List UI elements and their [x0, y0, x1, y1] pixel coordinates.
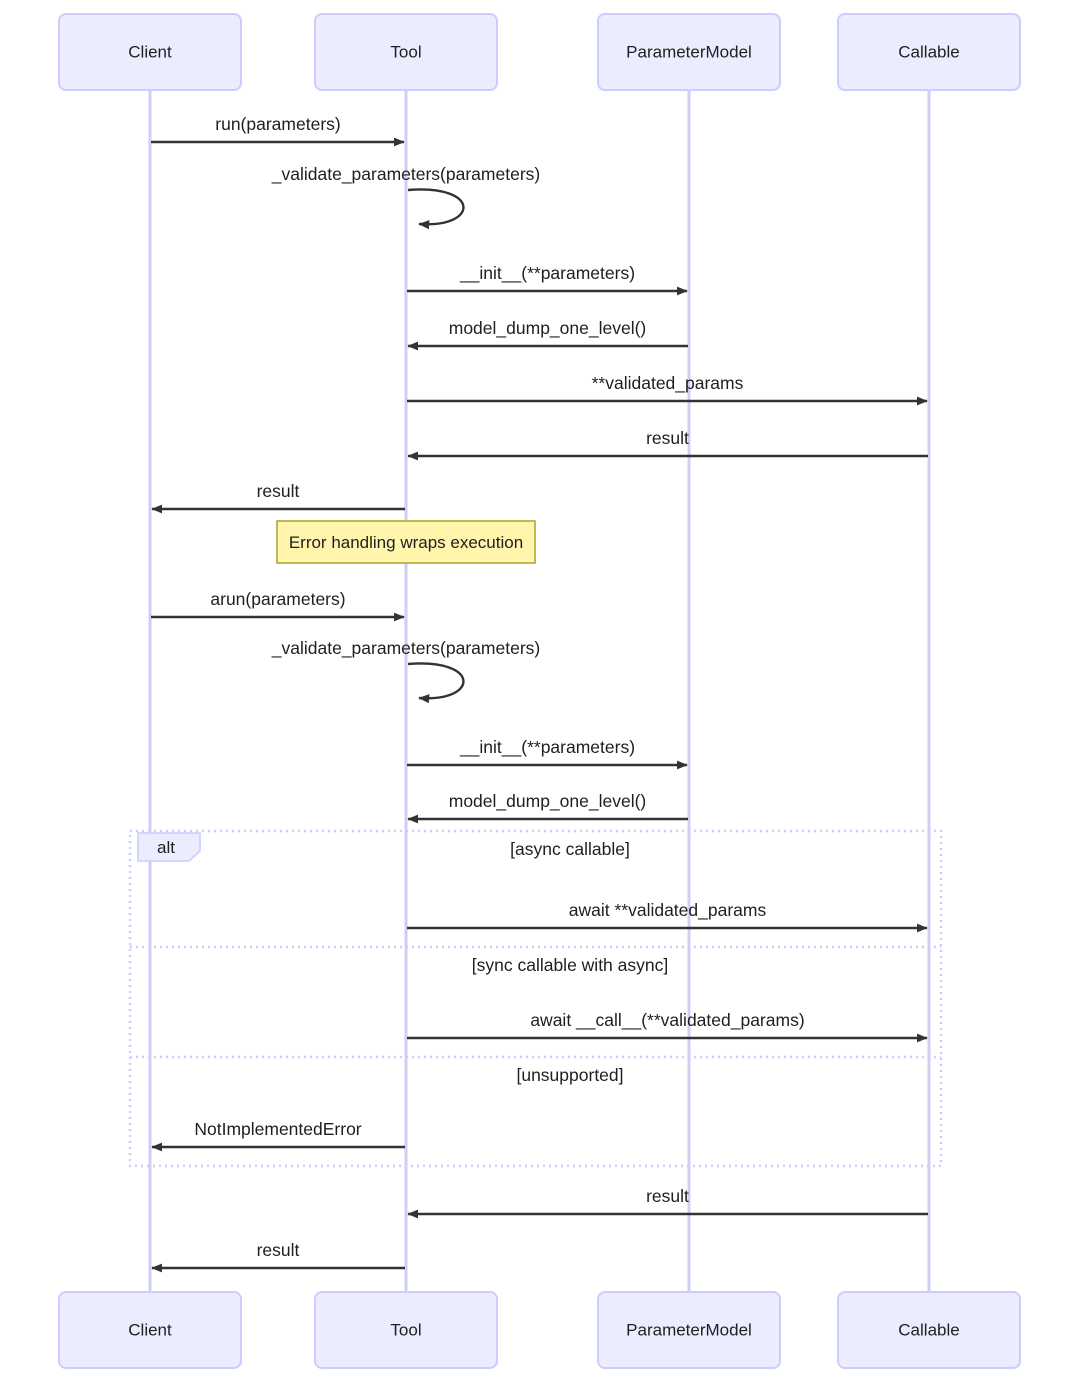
message-label: await __call__(**validated_params)	[530, 1010, 804, 1031]
note-note1: Error handling wraps execution	[276, 520, 536, 564]
participant-label: Client	[128, 42, 172, 61]
fragment-condition-label: [unsupported]	[516, 1065, 623, 1085]
actors-top-group: Client Tool ParameterModel Callable	[58, 13, 1021, 91]
message-m1: run(parameters)	[151, 114, 405, 147]
message-label: __init__(**parameters)	[459, 263, 635, 284]
message-label: result	[646, 428, 689, 448]
participant-client-top[interactable]: Client	[58, 13, 242, 91]
participant-box	[58, 13, 242, 91]
message-label: run(parameters)	[215, 114, 340, 134]
participant-callable-bottom[interactable]: Callable	[837, 1291, 1021, 1369]
actors-bottom-group: Client Tool ParameterModel Callable	[58, 1291, 1021, 1369]
participant-box	[837, 13, 1021, 91]
participant-box	[58, 1291, 242, 1369]
message-m12: await **validated_params	[407, 900, 928, 933]
participant-box	[597, 1291, 781, 1369]
message-label: arun(parameters)	[210, 589, 345, 609]
note-box	[276, 520, 536, 564]
message-m14: NotImplementedError	[151, 1119, 405, 1152]
message-label: result	[257, 1240, 300, 1260]
participant-label: Tool	[390, 1320, 421, 1339]
message-m6: result	[407, 428, 928, 461]
message-m2: _validate_parameters(parameters)	[271, 164, 540, 230]
message-m16: result	[151, 1240, 405, 1273]
message-m13: await __call__(**validated_params)	[407, 1010, 928, 1043]
participant-tool-top[interactable]: Tool	[314, 13, 498, 91]
message-m4: model_dump_one_level()	[407, 318, 688, 351]
message-label: result	[257, 481, 300, 501]
message-label: **validated_params	[592, 373, 744, 394]
message-m11: model_dump_one_level()	[407, 791, 688, 824]
message-m9: _validate_parameters(parameters)	[271, 638, 540, 704]
message-m5: **validated_params	[407, 373, 928, 406]
participant-label: ParameterModel	[626, 1320, 752, 1339]
note-text: Error handling wraps execution	[289, 533, 523, 552]
message-label: _validate_parameters(parameters)	[271, 164, 540, 185]
message-self-loop	[407, 188, 465, 230]
message-self-loop	[407, 662, 465, 704]
fragment-alt: alt [async callable] [sync callable with a…	[128, 829, 943, 1168]
participant-label: Client	[128, 1320, 172, 1339]
participant-parametermodel-top[interactable]: ParameterModel	[597, 13, 781, 91]
fragment-frame	[128, 829, 943, 1168]
message-label: model_dump_one_level()	[449, 791, 646, 812]
fragment-tab-label: alt	[157, 838, 175, 857]
fragment-condition-label: [sync callable with async]	[472, 955, 668, 975]
participant-box	[314, 1291, 498, 1369]
participant-box	[314, 13, 498, 91]
message-label: await **validated_params	[569, 900, 767, 921]
participant-label: Callable	[898, 1320, 959, 1339]
message-label: NotImplementedError	[194, 1119, 361, 1139]
message-m3: __init__(**parameters)	[407, 263, 688, 296]
message-label: _validate_parameters(parameters)	[271, 638, 540, 659]
participant-client-bottom[interactable]: Client	[58, 1291, 242, 1369]
participant-parametermodel-bottom[interactable]: ParameterModel	[597, 1291, 781, 1369]
participant-label: ParameterModel	[626, 42, 752, 61]
message-label: model_dump_one_level()	[449, 318, 646, 339]
participant-callable-top[interactable]: Callable	[837, 13, 1021, 91]
participant-label: Callable	[898, 42, 959, 61]
message-m15: result	[407, 1186, 928, 1219]
notes-group: Error handling wraps execution	[276, 520, 536, 564]
message-m8: arun(parameters)	[151, 589, 405, 622]
fragment-condition-label: [async callable]	[510, 839, 630, 859]
participant-tool-bottom[interactable]: Tool	[314, 1291, 498, 1369]
message-m7: result	[151, 481, 405, 514]
lifelines-group	[148, 90, 931, 1294]
participant-box	[597, 13, 781, 91]
participant-box	[837, 1291, 1021, 1369]
message-label: result	[646, 1186, 689, 1206]
messages-group: run(parameters) _validate_parameters(para…	[151, 114, 928, 1273]
message-m10: __init__(**parameters)	[407, 737, 688, 770]
alt-fragments-group: alt [async callable] [sync callable with a…	[128, 829, 943, 1168]
participant-label: Tool	[390, 42, 421, 61]
message-label: __init__(**parameters)	[459, 737, 635, 758]
fragment-tab	[137, 832, 201, 862]
